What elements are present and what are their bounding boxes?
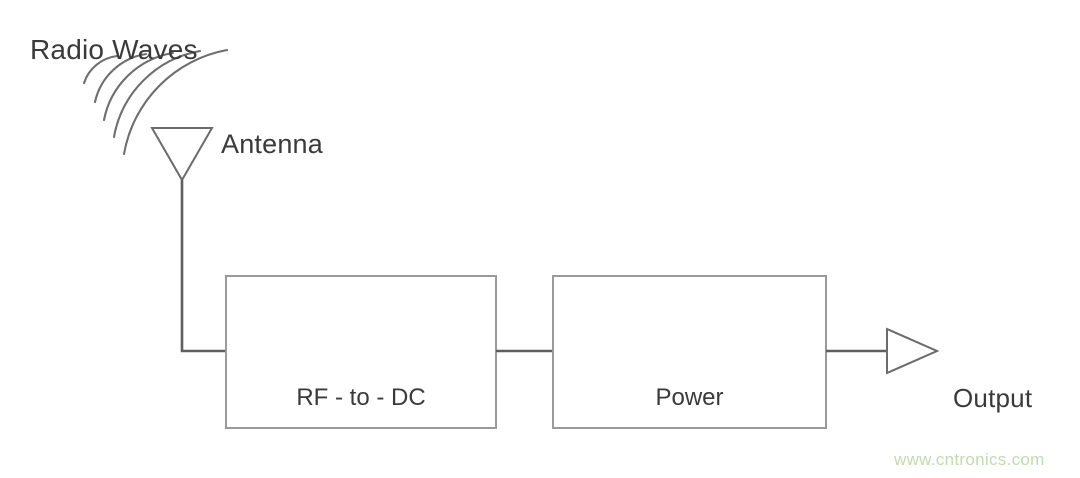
block-rf-to-dc-line1: RF - to - DC	[296, 384, 426, 411]
antenna-triangle-icon	[150, 127, 214, 183]
antenna-label: Antenna	[221, 129, 323, 159]
block-rf-to-dc	[225, 275, 497, 429]
output-arrow-triangle-icon	[886, 327, 940, 375]
block-power-conditioning-label: Power Conditioning	[553, 313, 826, 478]
block-rf-to-dc-label: RF - to - DC Conversion	[226, 313, 496, 478]
output-label-line1: Output	[953, 383, 1033, 413]
radio-waves-label: Radio Waves	[30, 34, 198, 65]
antenna-feed-line	[180, 180, 226, 353]
output-to-load-label: Output to Load	[953, 313, 1041, 478]
radio-wave-arcs-icon	[82, 48, 229, 156]
site-watermark: www.cntronics.com	[894, 450, 1045, 469]
block-power-conditioning-line1: Power	[655, 384, 724, 411]
